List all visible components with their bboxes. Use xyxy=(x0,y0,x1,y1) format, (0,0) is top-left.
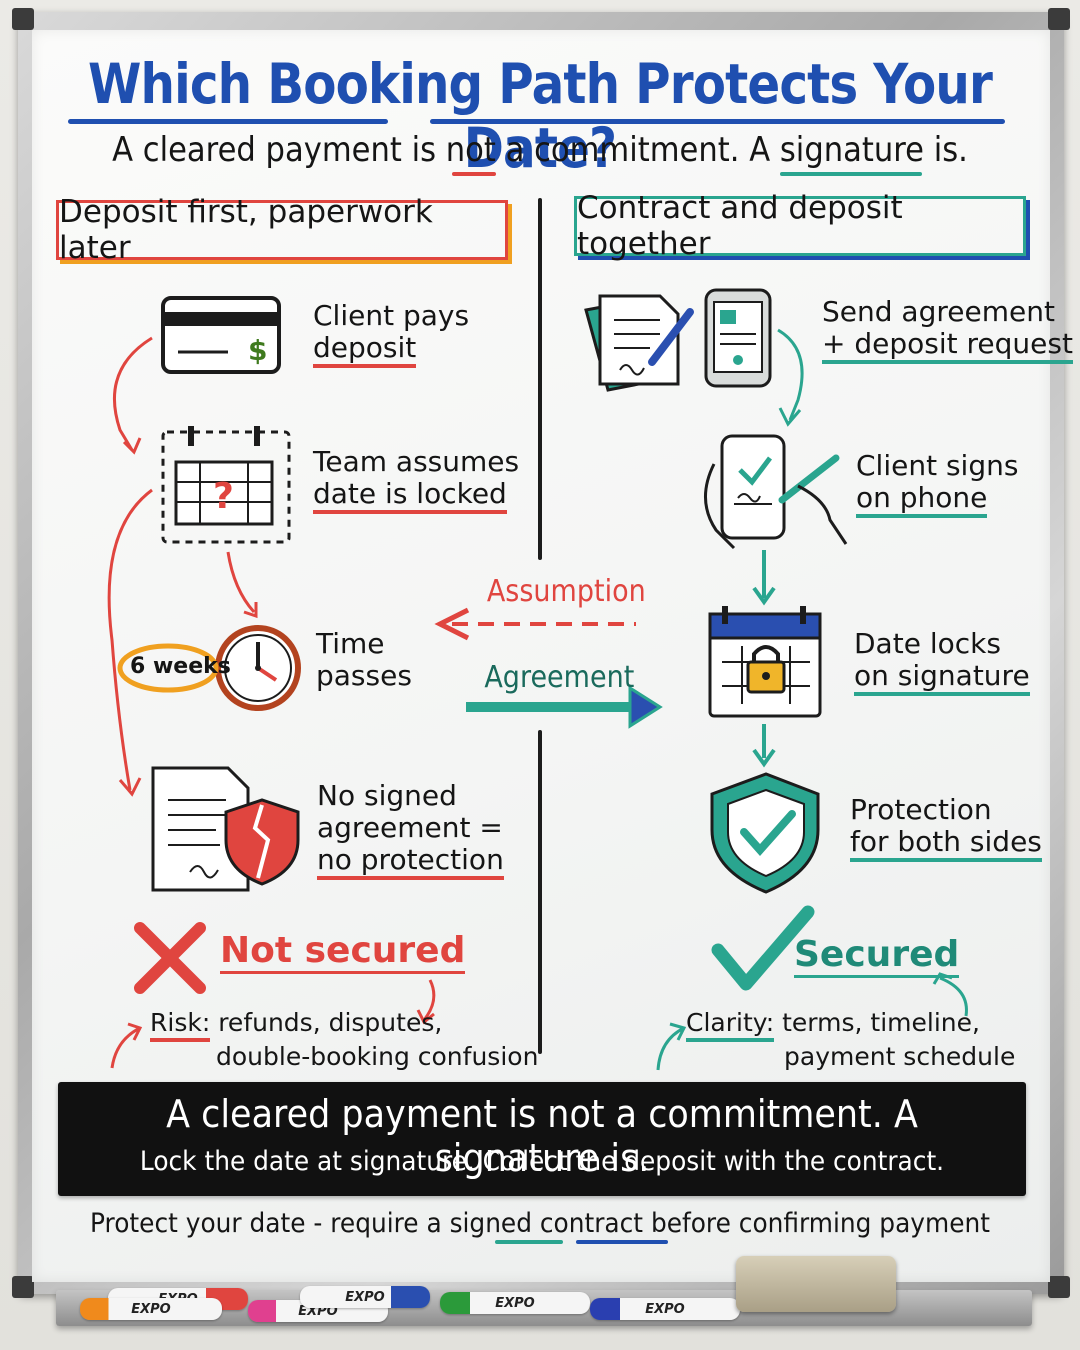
right-step-4: Protection for both sides xyxy=(850,794,1042,862)
not-secured-x-icon xyxy=(134,922,206,994)
weeks-label: 6 weeks xyxy=(130,654,231,679)
left-step-4: No signed agreement = no protection xyxy=(317,780,504,880)
frame-corner xyxy=(12,1276,34,1298)
right-step-1-line2: + deposit request xyxy=(822,328,1073,364)
left-step-2: Team assumes date is locked xyxy=(313,446,519,514)
subtitle-underline-not xyxy=(452,172,496,176)
svg-text:$: $ xyxy=(248,334,267,367)
page-title: Which Booking Path Protects Your Date? xyxy=(88,52,993,180)
title-underline xyxy=(430,119,1005,124)
left-step-1: Client pays deposit xyxy=(313,300,469,368)
calendar-question-icon: ? xyxy=(161,426,291,544)
not-secured-label: Not secured xyxy=(220,930,466,974)
assumption-label: Assumption xyxy=(486,574,646,609)
footer-underline-contract xyxy=(576,1240,668,1244)
right-step-3-line2: on signature xyxy=(854,660,1030,696)
document-broken-shield-icon xyxy=(151,766,300,892)
column-divider xyxy=(538,730,542,1054)
left-step-2-line2: date is locked xyxy=(313,478,507,514)
subtitle: A cleared payment is not a commitment. A… xyxy=(112,130,968,170)
risk-label: Risk: xyxy=(150,1008,211,1042)
footer-underline-signed xyxy=(495,1240,563,1244)
risk-note: Risk: refunds, disputes, double-booking … xyxy=(150,1008,538,1072)
phone-signing-icon xyxy=(704,434,848,550)
frame-corner xyxy=(12,8,34,30)
left-step-4-line1: No signed xyxy=(317,779,457,812)
clock-icon xyxy=(215,625,301,711)
summary-banner: A cleared payment is not a commitment. A… xyxy=(58,1082,1026,1196)
navy-marker[interactable]: EXPO xyxy=(590,1298,740,1320)
left-column-header: Deposit first, paperwork later xyxy=(56,194,508,266)
left-step-4-line3: no protection xyxy=(317,844,504,880)
left-step-1-line1: Client pays xyxy=(313,299,470,332)
eraser[interactable] xyxy=(736,1256,896,1312)
contract-document-icon xyxy=(584,294,694,392)
clarity-note: Clarity: terms, timeline, payment schedu… xyxy=(686,1008,1015,1072)
column-divider xyxy=(538,198,542,560)
right-step-3-line1: Date locks xyxy=(854,627,1001,660)
right-column-header: Contract and deposit together xyxy=(574,190,1026,262)
right-step-3: Date locks on signature xyxy=(854,628,1030,696)
secured-label: Secured xyxy=(794,934,960,978)
weeks-highlight xyxy=(117,643,219,693)
clarity-line2: payment schedule xyxy=(784,1042,1016,1071)
green-marker[interactable]: EXPO xyxy=(440,1292,590,1314)
orange-marker[interactable]: EXPO xyxy=(80,1298,222,1320)
subtitle-underline-signature xyxy=(780,172,922,176)
right-step-2-line1: Client signs xyxy=(856,449,1019,482)
right-step-1: Send agreement + deposit request xyxy=(822,296,1073,364)
risk-line2: double-booking confusion xyxy=(216,1042,539,1071)
right-step-4-line1: Protection xyxy=(850,793,992,826)
left-step-2-line1: Team assumes xyxy=(313,445,520,478)
clarity-line1: terms, timeline, xyxy=(782,1008,980,1037)
left-step-4-line2: agreement = xyxy=(317,811,503,844)
agreement-label: Agreement xyxy=(484,660,635,695)
svg-text:?: ? xyxy=(213,476,234,517)
right-step-2-line2: on phone xyxy=(856,482,988,518)
banner-line2: Lock the date at signature. Collect the … xyxy=(139,1146,945,1177)
right-step-4-line2: for both sides xyxy=(850,826,1042,862)
shield-check-icon xyxy=(710,772,820,894)
credit-card-icon: $ xyxy=(161,296,281,374)
left-step-3: Time passes xyxy=(316,628,412,692)
clarity-label: Clarity: xyxy=(686,1008,775,1042)
left-step-3-line2: passes xyxy=(316,659,412,692)
agreement-arrow xyxy=(466,685,663,729)
secured-check-icon xyxy=(711,905,815,991)
footer-note: Protect your date - require a signed con… xyxy=(90,1208,990,1239)
risk-line1: refunds, disputes, xyxy=(218,1008,443,1037)
frame-corner xyxy=(1048,8,1070,30)
blue-marker[interactable]: EXPO xyxy=(300,1286,430,1308)
left-step-3-line1: Time xyxy=(316,627,385,660)
right-step-1-line1: Send agreement xyxy=(822,295,1055,328)
calendar-lock-icon xyxy=(708,606,822,718)
banner-line1: A cleared payment is not a commitment. A… xyxy=(166,1092,918,1180)
right-step-2: Client signs on phone xyxy=(856,450,1018,518)
phone-deposit-request-icon xyxy=(704,288,772,388)
frame-corner xyxy=(1048,1276,1070,1298)
title-underline xyxy=(68,119,388,124)
left-step-1-line2: deposit xyxy=(313,332,417,368)
assumption-arrow xyxy=(434,607,636,641)
